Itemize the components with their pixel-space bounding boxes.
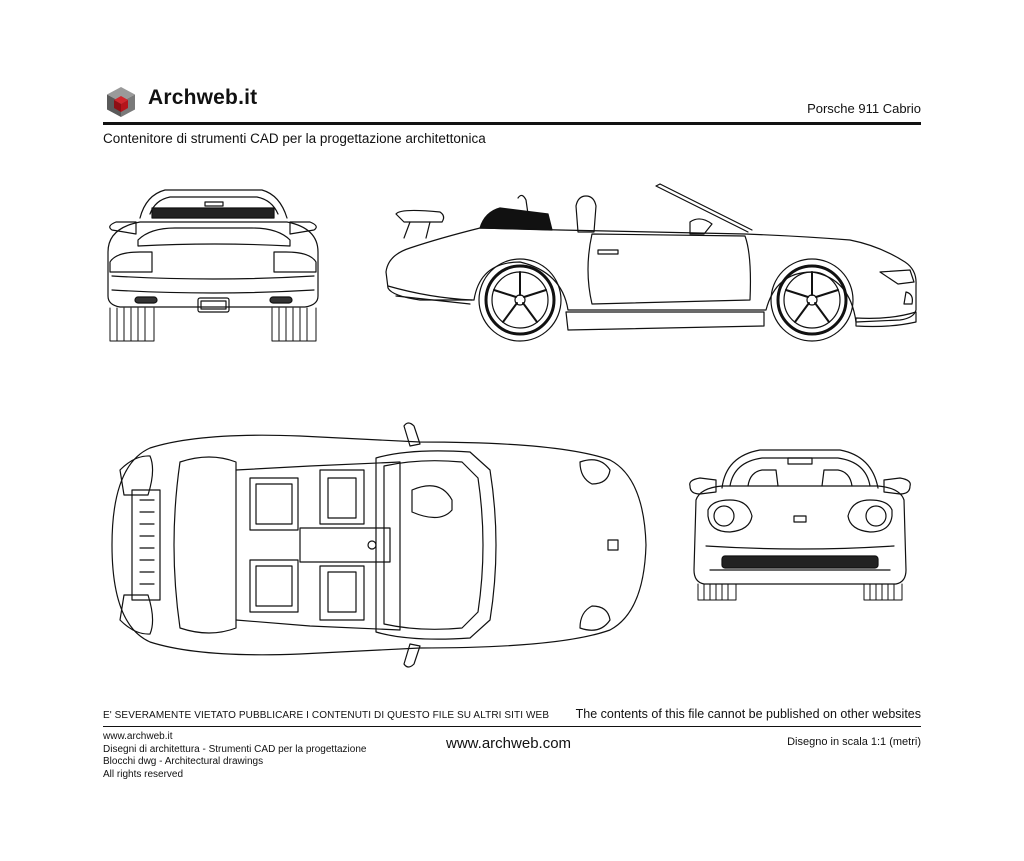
tagline: Contenitore di strumenti CAD per la prog… [103,131,486,146]
model-title: Porsche 911 Cabrio [807,101,921,116]
footer-info-line: Blocchi dwg - Architectural drawings [103,756,264,767]
brand-name: Archweb.it [148,86,258,109]
front-view [689,449,911,601]
footer-info-line: www.archweb.it [103,731,173,742]
drawing-scale: Disegno in scala 1:1 (metri) [787,736,921,748]
copyright-warning-english: The contents of this file cannot be publ… [575,707,921,721]
footer-info: www.archweb.it Disegni di architettura -… [103,731,366,781]
footer-url: www.archweb.com [446,735,572,752]
rear-view [107,189,319,342]
side-view [385,183,917,342]
header-divider [103,122,921,125]
top-view [111,422,647,668]
archweb-logo-icon [107,87,135,117]
footer-divider [103,726,921,727]
footer-info-line: All rights reserved [103,768,184,780]
copyright-warning-italian: E' SEVERAMENTE VIETATO PUBBLICARE I CONT… [103,710,550,721]
footer-info-line: Disegni di architettura - Strumenti CAD … [103,743,367,755]
